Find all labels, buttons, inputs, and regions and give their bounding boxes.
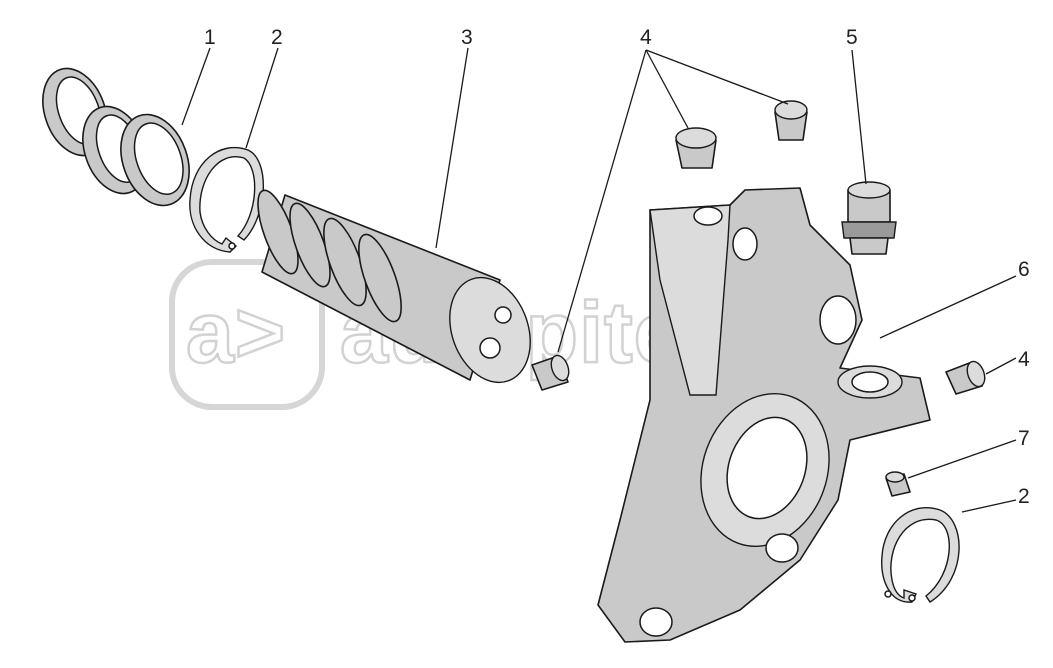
callout-4-top: 4 bbox=[640, 26, 652, 49]
watermark-logo-text: a> bbox=[186, 285, 286, 381]
piston-rings bbox=[42, 67, 190, 207]
plug-left bbox=[531, 354, 570, 391]
callout-3: 3 bbox=[461, 26, 473, 49]
callout-2-upper: 2 bbox=[271, 26, 283, 49]
leader-lines bbox=[181, 47, 1017, 513]
watermark-logo-frame bbox=[169, 259, 325, 410]
callout-5: 5 bbox=[846, 26, 858, 49]
callout-4-right: 4 bbox=[1018, 348, 1030, 371]
callout-7: 7 bbox=[1018, 427, 1030, 450]
plug-top-left bbox=[675, 127, 717, 169]
callout-6: 6 bbox=[1018, 258, 1030, 281]
housing-body bbox=[597, 187, 931, 643]
hydraulic-fitting bbox=[841, 181, 897, 255]
retaining-ring-upper bbox=[189, 146, 265, 253]
dowel-pin bbox=[885, 471, 911, 497]
piston-cylinder bbox=[257, 189, 531, 384]
callout-1: 1 bbox=[204, 26, 216, 49]
retaining-ring-lower bbox=[881, 507, 960, 603]
plug-top-right bbox=[774, 100, 808, 141]
callout-labels: 1 2 3 4 5 6 4 7 2 bbox=[204, 26, 1030, 508]
callout-2-lower: 2 bbox=[1018, 485, 1030, 508]
plug-right bbox=[945, 360, 986, 395]
